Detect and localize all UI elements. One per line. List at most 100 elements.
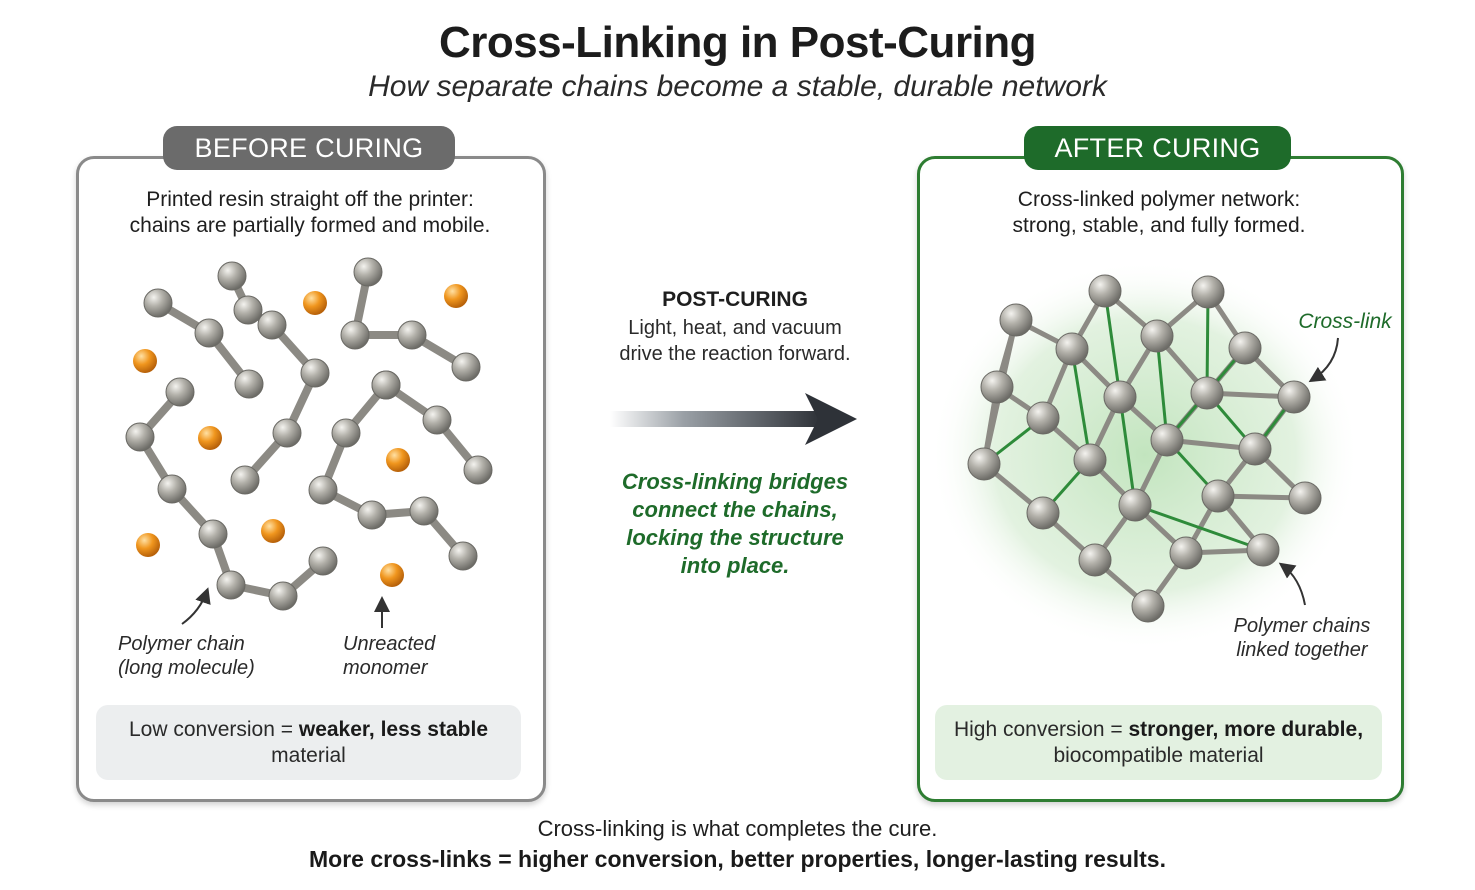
monomer-sphere: [444, 284, 468, 308]
crosslink-bond: [1205, 290, 1210, 395]
crosslink-label: Cross-link: [1298, 310, 1392, 333]
before-chain-1-atom: [233, 295, 263, 325]
before-chain-4-atom: [157, 474, 187, 504]
linked-chains-label-line1: Polymer chains: [1233, 615, 1371, 637]
before-chain-6-atom: [463, 455, 493, 485]
crosslink-bond: [1070, 347, 1092, 462]
after-conversion-note-line2: biocompatible material: [1053, 743, 1264, 767]
before-chain-3-atom: [397, 320, 427, 350]
footer-statement: Cross-linking is what completes the cure…: [537, 816, 938, 841]
linked-chains-label: Polymer chains linked together: [1218, 614, 1386, 662]
unreacted-monomer-label-line1: Unreacted: [343, 633, 436, 655]
before-chain-bonds: [136, 268, 482, 600]
polymer-chain-label: Polymer chain (long molecule): [118, 632, 255, 680]
monomer-sphere: [380, 563, 404, 587]
network-atom: [1073, 443, 1107, 477]
post-curing-description: Light, heat, and vacuum drive the reacti…: [570, 315, 900, 367]
after-description-line1: Cross-linked polymer network:: [1017, 188, 1301, 211]
crosslinking-explanation-line2: connect the chains,: [632, 497, 838, 522]
arrow-head-icon: [805, 393, 857, 445]
before-chain-2-atom: [143, 288, 173, 318]
after-note-prefix: High conversion =: [953, 717, 1129, 741]
footer-summary: More cross-links = higher conversion, be…: [309, 846, 1166, 872]
network-atom: [980, 370, 1014, 404]
network-atom: [1118, 488, 1152, 522]
network-atom: [1288, 481, 1322, 515]
network-atom: [999, 303, 1033, 337]
before-chain-6-atom: [422, 405, 452, 435]
before-chain-3-atom: [451, 352, 481, 382]
after-conversion-note: High conversion = stronger, more durable…: [935, 705, 1382, 780]
unreacted-monomer-label: Unreacted monomer: [343, 632, 435, 680]
before-chain-5-atom: [409, 496, 439, 526]
before-chain-5-atom: [331, 418, 361, 448]
crosslinking-explanation-line1: Cross-linking bridges: [621, 469, 849, 494]
unreacted-monomers: [133, 284, 468, 587]
crosslink-bond: [1103, 289, 1122, 399]
monomer-sphere: [198, 426, 222, 450]
after-network-atoms: [967, 274, 1322, 623]
before-chain-5-atom: [448, 541, 478, 571]
network-atom: [1246, 533, 1280, 567]
network-atom: [1103, 380, 1137, 414]
crosslink-pointer-arrow: [1308, 337, 1339, 383]
before-curing-badge: BEFORE CURING: [163, 126, 455, 170]
before-chain-2-atom: [194, 318, 224, 348]
linked-chains-label-line2: linked together: [1236, 639, 1368, 661]
network-atom: [1150, 423, 1184, 457]
network-atom: [967, 447, 1001, 481]
crosslinking-explanation: Cross-linking bridges connect the chains…: [590, 468, 880, 580]
monomer-sphere: [386, 448, 410, 472]
before-chain-3-atom: [340, 320, 370, 350]
crosslink-bond: [1133, 503, 1265, 552]
post-curing-description-line1: Light, heat, and vacuum: [628, 317, 842, 339]
monomer-sphere: [303, 291, 327, 315]
before-note-bold: weaker, less stable: [298, 717, 488, 741]
before-description: Printed resin straight off the printer: …: [80, 187, 540, 239]
page-subtitle: How separate chains become a stable, dur…: [368, 70, 1107, 103]
before-chain-4-atom: [216, 570, 246, 600]
before-chain-5-atom: [357, 500, 387, 530]
post-curing-title: POST-CURING: [662, 288, 808, 311]
before-chain-4-atom: [268, 581, 298, 611]
network-atom: [1201, 479, 1235, 513]
chains-pointer-arrow: [1278, 562, 1306, 606]
network-atom: [1238, 432, 1272, 466]
before-chain-1-atom: [272, 418, 302, 448]
after-description-line2: strong, stable, and fully formed.: [1012, 214, 1306, 237]
network-atom: [1088, 274, 1122, 308]
arrow-shaft: [610, 411, 820, 427]
after-description: Cross-linked polymer network: strong, st…: [920, 187, 1398, 239]
network-atom: [1277, 380, 1311, 414]
after-conversion-note-line1: High conversion = stronger, more durable…: [935, 717, 1382, 743]
network-atom: [1055, 332, 1089, 366]
before-conversion-note-line: Low conversion = weaker, less stable mat…: [96, 717, 521, 769]
page-title: Cross-Linking in Post-Curing: [438, 18, 1037, 67]
before-note-prefix: Low conversion =: [129, 717, 299, 741]
post-curing-arrow: [610, 393, 857, 445]
polymer-chain-label-line1: Polymer chain: [118, 633, 245, 655]
after-curing-badge: AFTER CURING: [1024, 126, 1291, 170]
before-chain-2-atom: [234, 369, 264, 399]
network-atom: [1078, 543, 1112, 577]
before-chain-1-atom: [257, 310, 287, 340]
before-description-line2: chains are partially formed and mobile.: [129, 214, 491, 237]
monomer-sphere: [133, 349, 157, 373]
crosslink-bond: [1155, 334, 1169, 442]
network-atom: [1191, 275, 1225, 309]
crosslink-bond: [1118, 395, 1137, 507]
network-atom: [1140, 319, 1174, 353]
before-chain-1-atom: [300, 358, 330, 388]
post-curing-description-line2: drive the reaction forward.: [619, 343, 851, 365]
before-chain-1-atom: [217, 261, 247, 291]
monomer-sphere: [136, 533, 160, 557]
unreacted-monomer-label-line2: monomer: [343, 657, 428, 679]
network-atom: [1026, 496, 1060, 530]
before-chain-4-atom: [308, 546, 338, 576]
crosslinking-explanation-line3: locking the structure: [626, 525, 844, 550]
before-chain-4-atom: [125, 422, 155, 452]
network-atom: [1169, 536, 1203, 570]
before-chain-1-atom: [230, 465, 260, 495]
before-chain-6-atom: [371, 370, 401, 400]
network-atom: [1228, 331, 1262, 365]
